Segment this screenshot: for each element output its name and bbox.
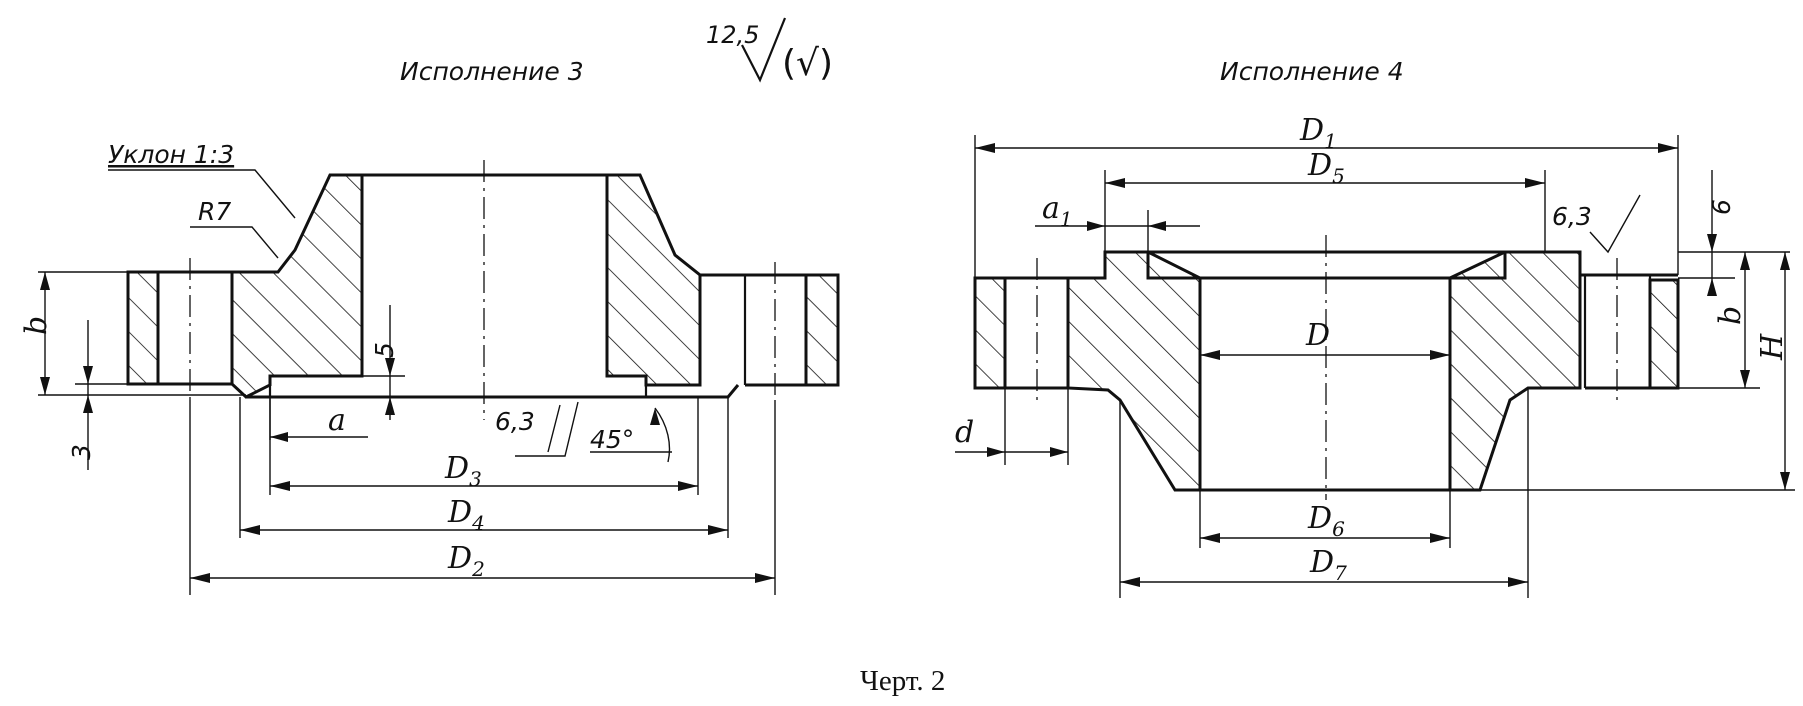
general-roughness-value: 12,5 bbox=[706, 21, 759, 49]
dim-5-label: 5 bbox=[370, 342, 399, 358]
right-outer-ring-section bbox=[804, 273, 840, 387]
left-hole-axes bbox=[189, 258, 776, 400]
dim-d6-label: D6 bbox=[1307, 501, 1345, 541]
dim-d4-lines bbox=[239, 397, 729, 538]
general-roughness-note: (√) bbox=[782, 43, 833, 84]
dim-hole-d-lines bbox=[955, 388, 1069, 465]
dim-b-lines bbox=[38, 271, 246, 396]
execution-3-view: Исполнение 3 12,5 (√) Уклон 1:3 R7 bbox=[19, 17, 840, 595]
dim-d1-label: D1 bbox=[1299, 113, 1337, 153]
right-bolt-hole bbox=[743, 275, 808, 385]
dim-a1-label: a1 bbox=[1042, 191, 1073, 231]
dim-b-right-lines bbox=[1678, 251, 1790, 389]
right-view-hole-axes bbox=[1036, 258, 1618, 405]
angle-leader bbox=[590, 407, 672, 463]
execution-4-title: Исполнение 4 bbox=[1220, 57, 1404, 86]
left-hub-section bbox=[230, 173, 364, 399]
dim-d-label: D bbox=[1305, 318, 1330, 353]
dim-d7-label: D7 bbox=[1309, 545, 1347, 585]
dim-a1-lines bbox=[1035, 210, 1200, 252]
left-roughness-symbol bbox=[515, 401, 579, 457]
right-view-left-hub-section bbox=[1066, 250, 1202, 492]
dim-d3-lines bbox=[269, 397, 699, 495]
slope-note: Уклон 1:3 bbox=[108, 140, 234, 169]
dim-6-lines bbox=[1678, 170, 1735, 290]
right-ring-outline bbox=[700, 273, 838, 387]
right-roughness-value: 6,3 bbox=[1552, 202, 1592, 231]
recess-walls bbox=[268, 385, 648, 397]
dim-6-label: 6 bbox=[1707, 199, 1736, 215]
dim-hole-d-label: d bbox=[955, 415, 974, 450]
general-roughness-symbol: 12,5 (√) bbox=[706, 17, 833, 84]
angle-note: 45° bbox=[590, 425, 634, 454]
right-view-right-ring-section bbox=[1648, 278, 1680, 390]
right-hub-section bbox=[605, 173, 702, 387]
slope-leader bbox=[108, 169, 296, 219]
dim-d5-label: D5 bbox=[1307, 148, 1345, 188]
dim-d5-lines bbox=[1104, 170, 1546, 252]
right-view-left-ring-section bbox=[973, 276, 1007, 390]
dim-d4-label: D4 bbox=[447, 495, 485, 535]
dim-b-right-label: b bbox=[1713, 306, 1748, 325]
dim-d2-label: D2 bbox=[447, 541, 485, 581]
right-view-right-hub-section bbox=[1448, 250, 1582, 492]
dim-a-label: a bbox=[328, 403, 346, 438]
left-outer-ring-section bbox=[126, 270, 160, 386]
dim-b-label: b bbox=[19, 316, 54, 335]
dim-3-label: 3 bbox=[67, 444, 96, 460]
left-bolt-hole bbox=[156, 272, 234, 384]
dim-d6-lines bbox=[1199, 490, 1451, 548]
dim-h-label: H bbox=[1755, 333, 1790, 361]
right-roughness-symbol bbox=[1589, 194, 1641, 254]
recess-bottom bbox=[246, 384, 740, 399]
radius-leader bbox=[190, 226, 279, 259]
dim-d2-lines bbox=[189, 400, 776, 595]
execution-3-title: Исполнение 3 bbox=[400, 57, 584, 86]
dim-d7-lines bbox=[1119, 388, 1529, 598]
dim-d3-label: D3 bbox=[444, 451, 482, 491]
dim-5-lines bbox=[362, 305, 405, 420]
figure-caption: Черт. 2 bbox=[860, 665, 945, 697]
dim-h-lines bbox=[1480, 252, 1795, 491]
left-roughness-value: 6,3 bbox=[495, 407, 535, 436]
execution-4-view: Исполнение 4 D1 D5 a1 6,3 6 bbox=[955, 57, 1795, 598]
radius-note: R7 bbox=[198, 197, 231, 226]
